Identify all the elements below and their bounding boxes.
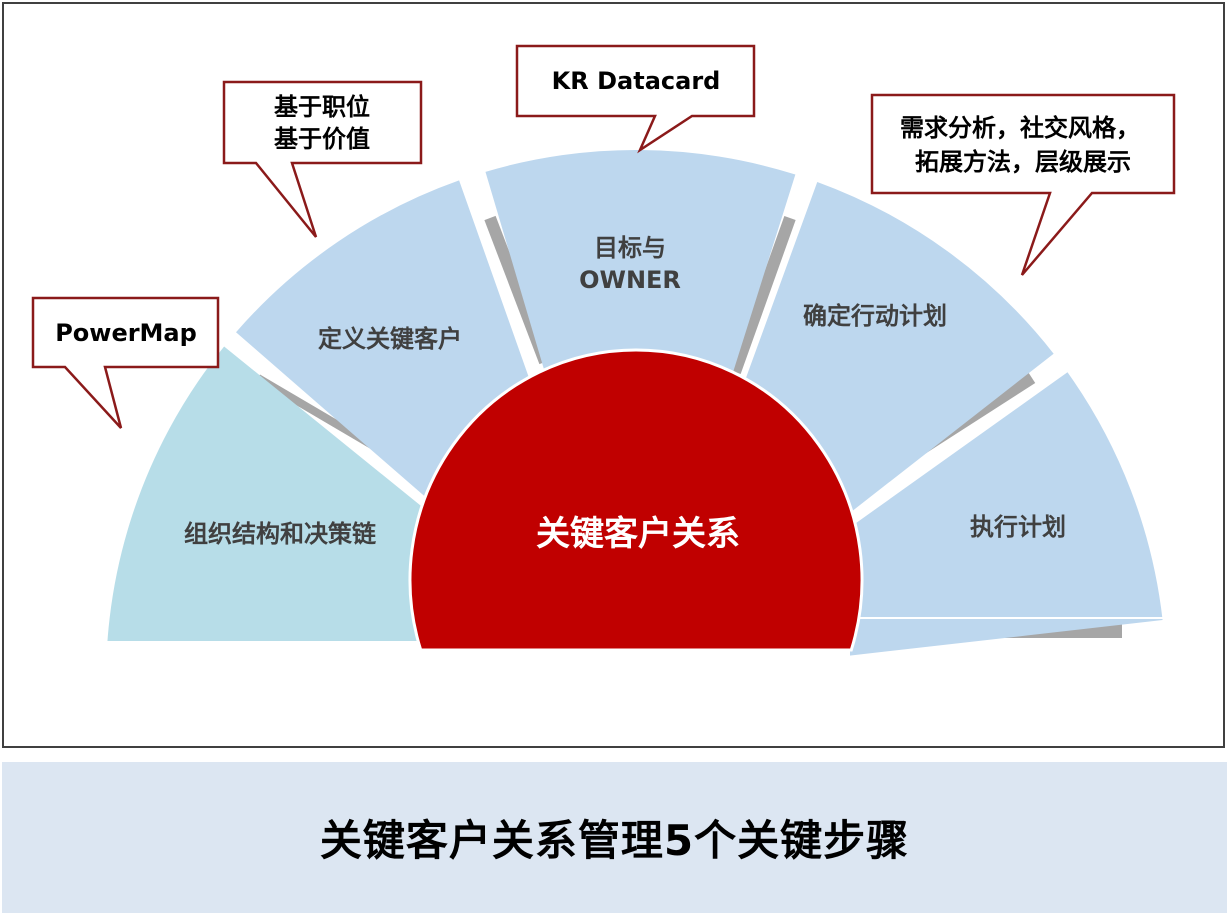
callout-bubble (870, 93, 1176, 276)
diagram-frame (2, 2, 1225, 748)
callout-powermap: PowerMap (31, 296, 220, 429)
banner-title: 关键客户关系管理5个关键步骤 (319, 816, 910, 865)
shadow-bar (729, 215, 796, 375)
segment-label-execute-plan: 执行计划 (970, 513, 1066, 541)
callout-text: PowerMap (55, 319, 197, 347)
segment-label-define-key-accounts: 定义关键客户 (318, 325, 462, 353)
title-banner: 关键客户关系管理5个关键步骤 (2, 762, 1227, 913)
center-label: 关键客户关系 (536, 514, 740, 554)
segment-execute-plan[interactable] (782, 372, 1163, 660)
callout-bubble (31, 296, 220, 429)
callout-text: 需求分析，社交风格，拓展方法，层级展示 (900, 114, 1140, 176)
callout-text: 基于职位基于价值 (274, 93, 370, 153)
background-mask (100, 641, 850, 741)
callout-kr-datacard: KR Datacard (515, 44, 756, 154)
background-mask (850, 617, 1210, 619)
callout-bubble (515, 44, 756, 154)
segment-label-action-plan: 确定行动计划 (803, 302, 947, 330)
callout-position-value: 基于职位基于价值 (222, 80, 423, 238)
segment-label-org-structure: 组织结构和决策链 (184, 520, 377, 548)
callout-text: KR Datacard (552, 67, 721, 95)
callout-needs-analysis: 需求分析，社交风格，拓展方法，层级展示 (870, 93, 1176, 276)
callout-bubble (222, 80, 423, 238)
center-semicircle[interactable] (408, 348, 864, 652)
segment-org-structure[interactable] (106, 346, 497, 717)
